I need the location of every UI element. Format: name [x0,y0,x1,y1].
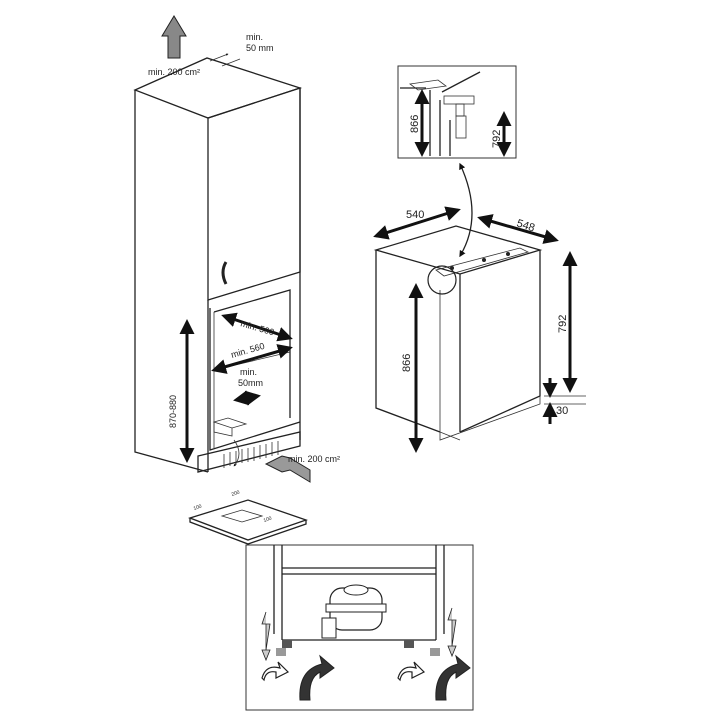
top-gap-value: 50 mm [246,43,274,53]
foot-icon [404,640,414,648]
top-vent-arrow [161,15,187,59]
side-gap-value: 50mm [238,378,263,388]
control-knob-icon [482,258,486,262]
inset-height-body-label: 792 [491,130,503,148]
compressor-icon [321,584,387,639]
foot-icon [276,648,286,656]
appliance-height-body-label: 792 [557,315,569,333]
appliance-width-label: 540 [406,209,424,221]
adjust-arrow-icon [261,611,271,662]
foot-icon [430,648,440,656]
cabinet-drawing: min. 200 cm² min. 50 mm min. 560 min. 56… [133,15,340,483]
appliance-height-total-label: 866 [401,354,413,372]
hinge-detail-inset: 866 792 [397,65,517,159]
appliance-drawing: 540 548 866 792 30 [373,162,586,453]
bottom-vent-arrow [264,455,311,483]
top-gap-label: min. [246,32,263,42]
side-gap-label: min. [240,367,257,377]
air-in-arrow-icon [261,661,290,682]
foot-gap-label: 30 [556,405,568,417]
air-out-arrow-icon [299,654,335,701]
plinth-dim-b: 200 [231,490,241,498]
air-out-arrow-icon [435,654,471,701]
adjust-arrow-icon [447,607,457,658]
plinth-dim-c: 100 [263,516,273,524]
airflow-detail [245,544,474,711]
plinth-grille [223,441,279,468]
air-in-arrow-icon [397,661,426,682]
appliance-depth-label: 548 [515,217,536,234]
inset-height-total-label: 866 [409,115,421,133]
top-vent-label: min. 200 cm² [148,67,200,77]
plinth-plate-detail: 100 200 100 [188,490,308,545]
plinth-dim-a: 100 [193,504,203,512]
bottom-vent-label: min. 200 cm² [288,454,340,464]
control-knob-icon [506,252,510,256]
width-upper-label: min. 560 [239,318,275,337]
foot-icon [282,640,292,648]
niche-height-label: 870-880 [168,395,178,428]
